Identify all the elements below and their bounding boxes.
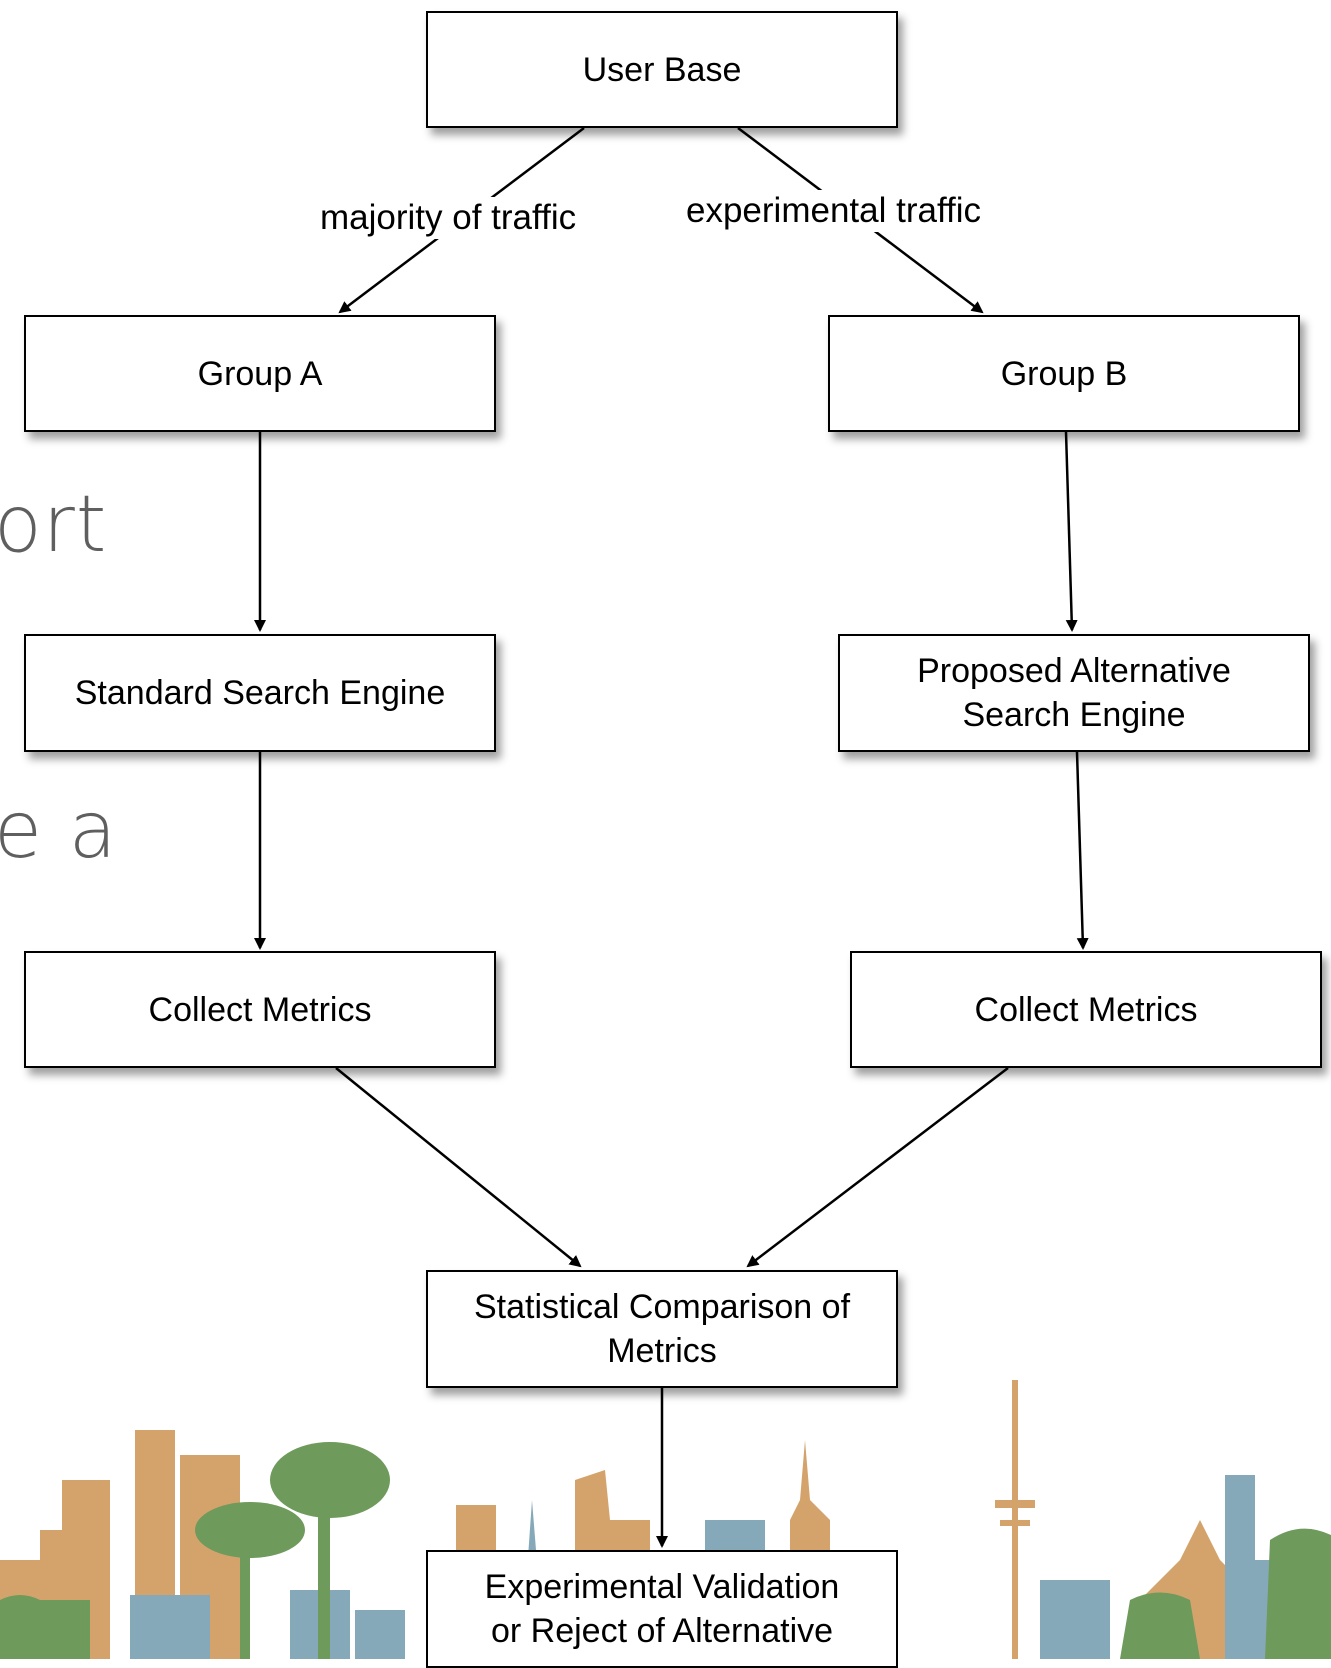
node-alt-engine-line2: Search Engine (962, 696, 1186, 734)
node-collect-metrics-a: Collect Metrics (24, 951, 496, 1068)
node-group-a: Group A (24, 315, 496, 432)
node-group-b-label: Group B (1000, 354, 1128, 393)
arrow-group-b-to-alt-engine (1064, 431, 1078, 632)
node-validation-line2: or Reject of Alternative (490, 1612, 834, 1650)
node-collect-metrics-b-label: Collect Metrics (974, 990, 1198, 1029)
node-group-a-label: Group A (197, 354, 323, 393)
node-proposed-alternative-engine: Proposed Alternative Search Engine (838, 634, 1310, 752)
node-collect-metrics-a-label: Collect Metrics (148, 990, 372, 1029)
node-user-base-label: User Base (582, 50, 742, 89)
arrow-collect-a-to-comparison (335, 1067, 582, 1268)
node-comparison-line2: Metrics (607, 1332, 717, 1370)
node-validation-line1: Experimental Validation (484, 1568, 840, 1606)
node-standard-search-engine-label: Standard Search Engine (74, 674, 446, 712)
arrow-alt-engine-to-collect-b (1075, 751, 1089, 950)
node-alt-engine-line1: Proposed Alternative (917, 652, 1231, 690)
node-user-base: User Base (426, 11, 898, 128)
node-standard-search-engine: Standard Search Engine (24, 634, 496, 752)
node-comparison-line1: Statistical Comparison of (473, 1288, 851, 1326)
node-collect-metrics-b: Collect Metrics (850, 951, 1322, 1068)
node-statistical-comparison: Statistical Comparison of Metrics (426, 1270, 898, 1388)
node-group-b: Group B (828, 315, 1300, 432)
edge-label-experimental-traffic: experimental traffic (678, 190, 990, 232)
arrow-collect-b-to-comparison (746, 1067, 1009, 1268)
node-experimental-validation: Experimental Validation or Reject of Alt… (426, 1550, 898, 1668)
edge-label-majority-traffic: majority of traffic (312, 197, 585, 239)
